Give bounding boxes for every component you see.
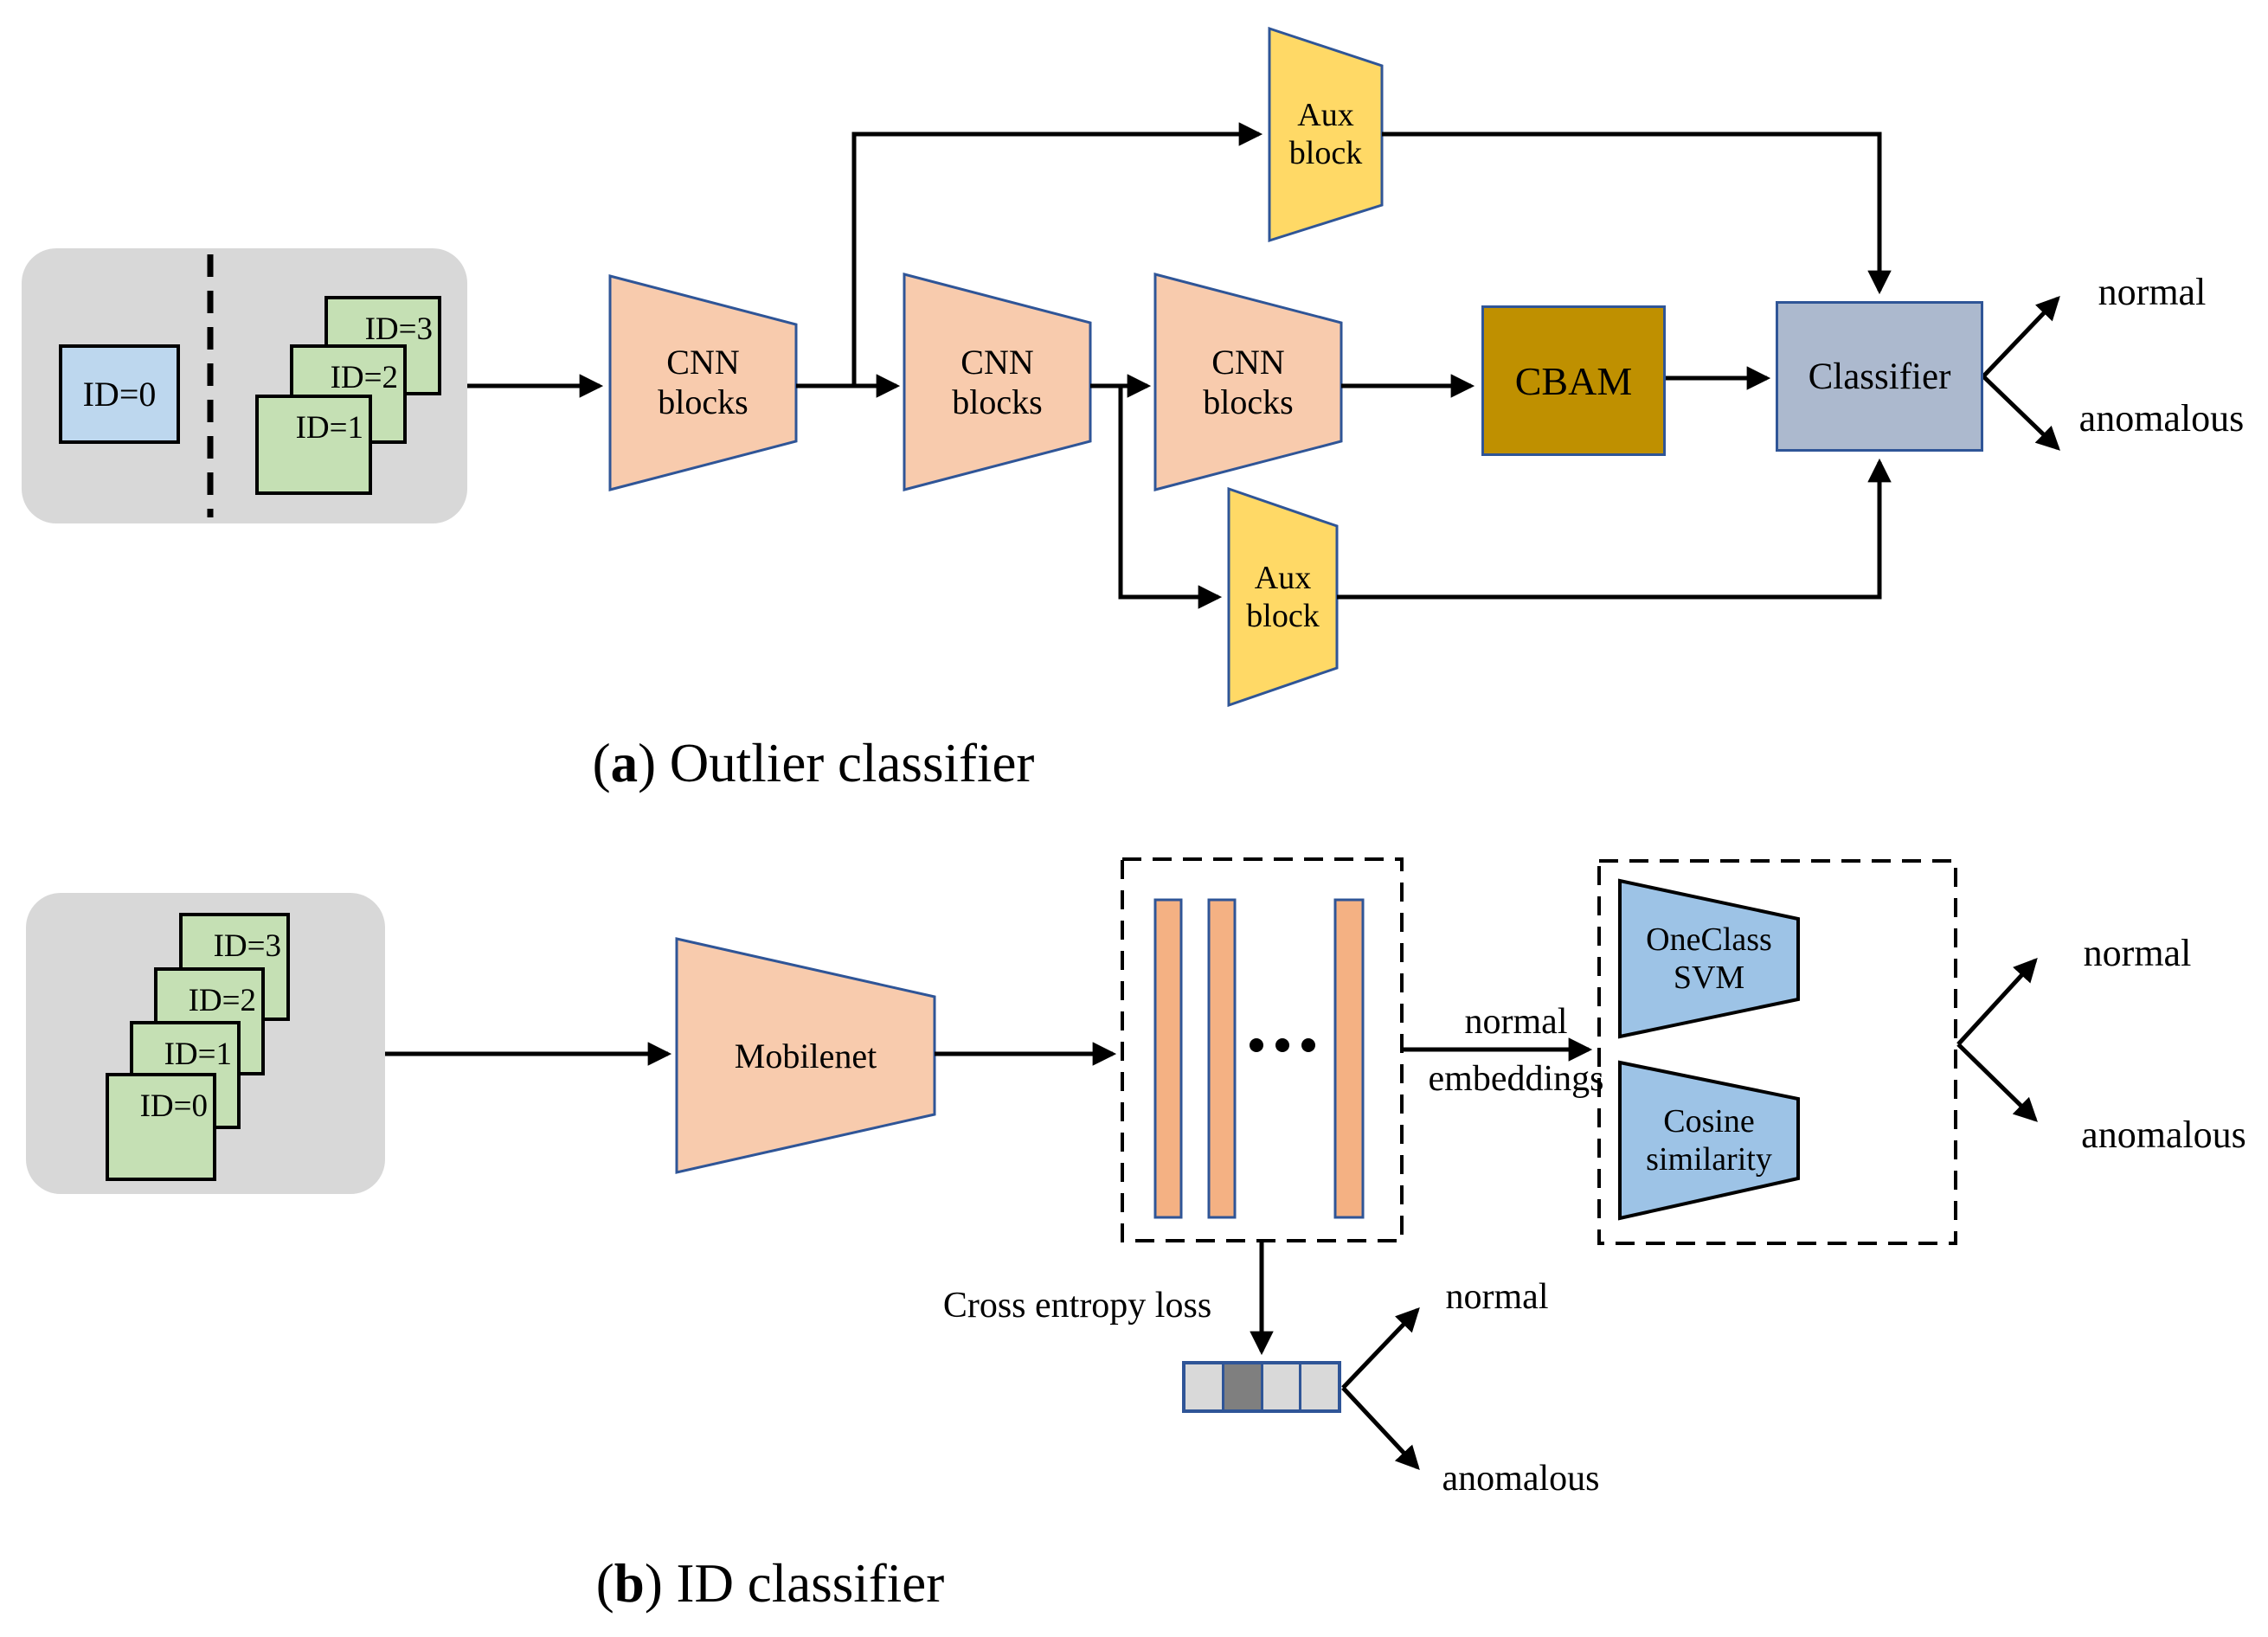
cosine-similarity-shape [1618,1060,1800,1221]
input-card-id1-a: ID=1 [255,395,372,495]
arrow-softmax-to-normal [1341,1307,1420,1390]
softmax-cell-4 [1301,1364,1338,1409]
card-label: ID=2 [330,360,398,395]
card-label: ID=3 [364,311,433,347]
aux-block-bottom-label: Aux block [1246,560,1320,634]
mobilenet-label: Mobilenet [734,1037,877,1075]
embedding-bar-2 [1207,898,1237,1219]
arrow-softmax-to-anomalous [1341,1386,1420,1471]
cnn-blocks-2-label: CNN blocks [952,343,1043,421]
cnn-blocks-3-label: CNN blocks [1203,343,1294,421]
svm-output-anomalous: anomalous [2081,1114,2246,1156]
softmax-output-normal: normal [1445,1277,1549,1317]
cbam-block: CBAM [1481,305,1666,456]
card-label: ID=1 [295,410,363,446]
arrow-aux-top-to-classifier [1382,132,1892,295]
card-label: ID=1 [164,1037,232,1072]
oneclass-svm-label: OneClass SVM [1646,921,1772,996]
arrow-classifier-to-normal [1982,296,2060,378]
cnn-blocks-3-shape [1153,273,1343,491]
cross-entropy-label: Cross entropy loss [942,1286,1212,1326]
ellipsis-dot-2 [1275,1038,1289,1052]
cnn-blocks-2-shape [903,273,1092,491]
card-label: ID=3 [213,928,281,964]
output-normal-a: normal [2098,271,2207,313]
arrow-classifier-to-anomalous [1982,375,2060,451]
embedding-bar-3 [1333,898,1365,1219]
ellipsis-dot-3 [1301,1038,1315,1052]
oneclass-svm-shape [1618,878,1800,1039]
aux-block-top-shape [1268,26,1384,243]
mobilenet-shape [675,937,936,1174]
softmax-output-anomalous: anomalous [1442,1459,1600,1499]
svm-output-normal: normal [2083,932,2192,974]
cnn-blocks-1-shape [608,274,798,491]
arrow-svm-to-normal [1956,957,2038,1046]
card-label: ID=0 [139,1088,208,1124]
arrow-svm-to-anomalous [1956,1043,2038,1122]
embeddings-arrow-label-line1: normal [1464,1002,1568,1042]
arrow-branch-to-aux-bottom [1118,386,1223,609]
caption-b: (b) ID classifier [595,1553,945,1614]
softmax-output-bar [1182,1361,1341,1413]
aux-block-bottom-shape [1227,486,1339,708]
card-label: ID=2 [188,983,256,1018]
svm-dashed-box [1597,859,1957,1245]
cnn-blocks-1-label: CNN blocks [658,343,749,421]
embeddings-arrow-label-line2: embeddings [1428,1059,1604,1099]
ellipsis-dot-1 [1250,1038,1263,1052]
card-label: ID=0 [82,375,157,414]
softmax-cell-1 [1185,1364,1224,1409]
embedding-bar-1 [1153,898,1183,1219]
classifier-block: Classifier [1776,301,1983,452]
input-card-id0-a: ID=0 [59,344,180,444]
arrow-branch-to-aux-top [851,122,1263,386]
input-card-id0-b: ID=0 [106,1073,216,1181]
output-anomalous-a: anomalous [2078,397,2245,440]
arrow-aux-bottom-to-classifier [1337,458,1892,600]
softmax-cell-3 [1262,1364,1302,1409]
caption-a: (a) Outlier classifier [592,733,1035,793]
cosine-similarity-label: Cosine similarity [1646,1103,1772,1178]
softmax-cell-2 [1224,1364,1263,1409]
aux-block-top-label: Aux block [1288,97,1363,171]
